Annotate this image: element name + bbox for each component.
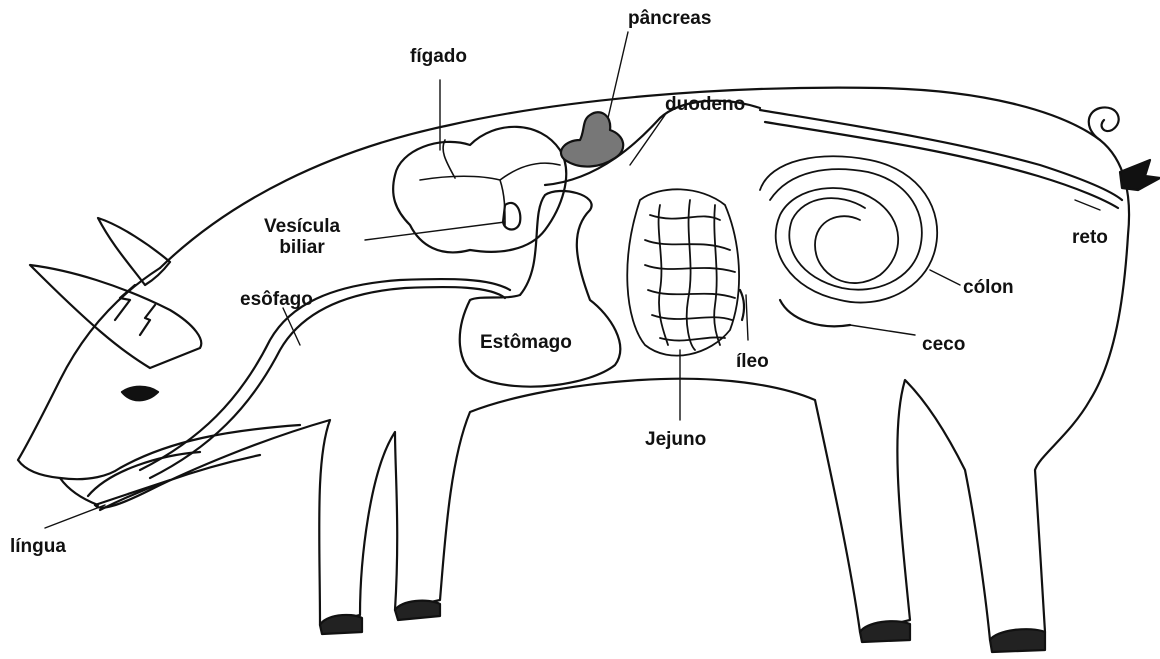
label-figado: fígado — [410, 47, 467, 68]
pig-ear-front — [30, 265, 201, 368]
label-ceco: ceco — [922, 335, 965, 356]
cecum — [780, 300, 850, 326]
label-lingua: língua — [10, 537, 66, 558]
pig-mouth-outline — [60, 452, 260, 510]
pig-tail-tuft — [1120, 160, 1160, 190]
label-jejuno: Jejuno — [645, 430, 706, 451]
pig-ear-back — [98, 218, 170, 285]
pig-body-outline — [95, 88, 1129, 640]
ileum — [740, 290, 744, 320]
label-ileo: íleo — [736, 352, 769, 373]
label-reto: reto — [1072, 228, 1108, 249]
label-colon: cólon — [963, 278, 1014, 299]
pig-tail — [1089, 107, 1119, 140]
pig-hooves — [320, 601, 1045, 652]
colon — [760, 156, 937, 302]
label-duodeno: duodeno — [665, 95, 745, 116]
rectum-inner — [765, 122, 1118, 208]
label-estomago: Estômago — [480, 333, 572, 354]
jejunum — [627, 189, 739, 355]
pig-ear-crease — [115, 285, 155, 335]
label-esofago: esôfago — [240, 290, 313, 311]
esophagus-inner — [150, 287, 505, 478]
label-vesicula-biliar: Vesícula biliar — [264, 217, 340, 259]
pig-eye — [122, 387, 158, 401]
label-pancreas: pâncreas — [628, 9, 711, 30]
leader-lines — [45, 32, 1100, 528]
